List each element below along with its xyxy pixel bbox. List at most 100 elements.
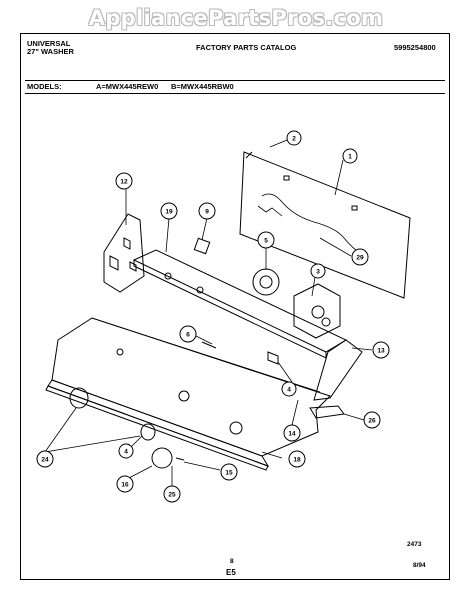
timer-gear: [321, 317, 331, 327]
leader-15: [183, 461, 221, 471]
svg-text:9: 9: [205, 209, 209, 216]
brand-line-2: 27" WASHER: [27, 47, 74, 56]
callout-4: 4: [281, 381, 297, 397]
switch-block-part: [309, 405, 345, 419]
leader-26: [343, 413, 365, 421]
leader-9: [201, 217, 208, 241]
knob-spring: [175, 457, 185, 461]
switch-part: [193, 237, 211, 255]
callout-14: 14: [283, 424, 301, 442]
console-hole: [178, 390, 190, 402]
wiring-harness: [261, 193, 365, 257]
svg-text:14: 14: [288, 431, 296, 438]
panel-slot: [351, 205, 358, 211]
callout-16: 16: [116, 475, 134, 493]
timer-shaft: [311, 305, 325, 319]
svg-text:5: 5: [264, 238, 268, 245]
panel-hole: [164, 272, 172, 280]
leader-6: [195, 335, 213, 345]
header-rule-bottom: [25, 93, 445, 94]
control-panel-edge: [133, 260, 327, 359]
callout-13: 13: [372, 341, 390, 359]
panel-hole: [196, 286, 204, 294]
leader-18: [261, 451, 283, 459]
svg-text:6: 6: [186, 332, 190, 339]
section-code: E5: [226, 568, 236, 577]
leader-24b: [44, 435, 141, 453]
console-hole: [229, 421, 243, 435]
leader-16: [128, 465, 153, 479]
leader-2: [269, 139, 288, 148]
svg-text:12: 12: [120, 179, 128, 186]
svg-text:1: 1: [348, 154, 352, 161]
watermark: AppliancePartsPros.com: [88, 6, 384, 30]
console-trim-lower: [45, 385, 269, 471]
callout-26: 26: [363, 411, 381, 429]
catalog-part-number: 5995254800: [394, 43, 436, 52]
callout-19: 19: [160, 202, 178, 220]
timer-center: [259, 275, 273, 289]
rear-panel-tab: [245, 151, 253, 159]
callout-18: 18: [288, 450, 306, 468]
svg-text:4: 4: [287, 387, 291, 394]
svg-text:3: 3: [316, 269, 320, 276]
leader-24a: [44, 407, 77, 453]
callout-6: 6: [179, 325, 197, 343]
models-label: MODELS:: [27, 82, 62, 91]
rear-panel-part: [239, 151, 411, 299]
callout-1: 1: [342, 148, 358, 164]
callout-9: 9: [198, 202, 216, 220]
callout-15: 15: [220, 463, 238, 481]
callout-2: 2: [286, 130, 302, 146]
knob-small-part: [140, 423, 156, 441]
revision-date: 8/94: [413, 562, 426, 569]
svg-text:13: 13: [377, 348, 385, 355]
leader-19: [165, 217, 170, 253]
timer-part: [252, 268, 280, 296]
console-hole: [116, 348, 124, 356]
panel-slot: [283, 175, 290, 181]
svg-text:18: 18: [293, 457, 301, 464]
model-a: A=MWX445REW0: [96, 82, 159, 91]
page-number: 8: [230, 558, 234, 565]
drawing-code: 2473: [407, 541, 422, 548]
callout-29: 29: [351, 248, 369, 266]
console-trim: [47, 379, 270, 467]
knob-part: [69, 387, 89, 409]
svg-text:24: 24: [41, 457, 49, 464]
catalog-title: FACTORY PARTS CATALOG: [196, 43, 297, 52]
header-rule-top: [25, 80, 445, 81]
leader-3: [311, 276, 316, 297]
harness-connector: [257, 205, 283, 217]
svg-text:25: 25: [168, 492, 176, 499]
callout-24: 24: [36, 450, 54, 468]
callout-5: 5: [257, 231, 275, 249]
console-bracket: [267, 351, 279, 365]
model-b: B=MWX445RBW0: [171, 82, 234, 91]
svg-text:29: 29: [356, 255, 364, 262]
callout-25: 25: [163, 485, 181, 503]
svg-text:26: 26: [368, 418, 376, 425]
console-ridge: [91, 317, 321, 393]
leader-4: [277, 361, 293, 383]
knob-large-part: [151, 447, 173, 469]
timer-body: [293, 283, 341, 339]
svg-text:16: 16: [121, 482, 129, 489]
callout-3: 3: [310, 263, 326, 279]
bracket-component: [109, 255, 119, 271]
callout-4b: 4: [118, 443, 134, 459]
leader-29: [319, 237, 352, 257]
svg-text:19: 19: [165, 209, 173, 216]
screw-part: [201, 341, 217, 349]
bracket-component: [123, 237, 131, 250]
leader-13: [351, 347, 373, 351]
callout-12: 12: [115, 172, 133, 190]
svg-text:15: 15: [225, 470, 233, 477]
svg-text:2: 2: [292, 136, 296, 143]
component-bracket: [103, 213, 145, 293]
brand-line-1: UNIVERSAL: [27, 39, 71, 48]
leader-1: [334, 159, 344, 196]
svg-text:4: 4: [124, 449, 128, 456]
leader-14: [291, 399, 299, 426]
